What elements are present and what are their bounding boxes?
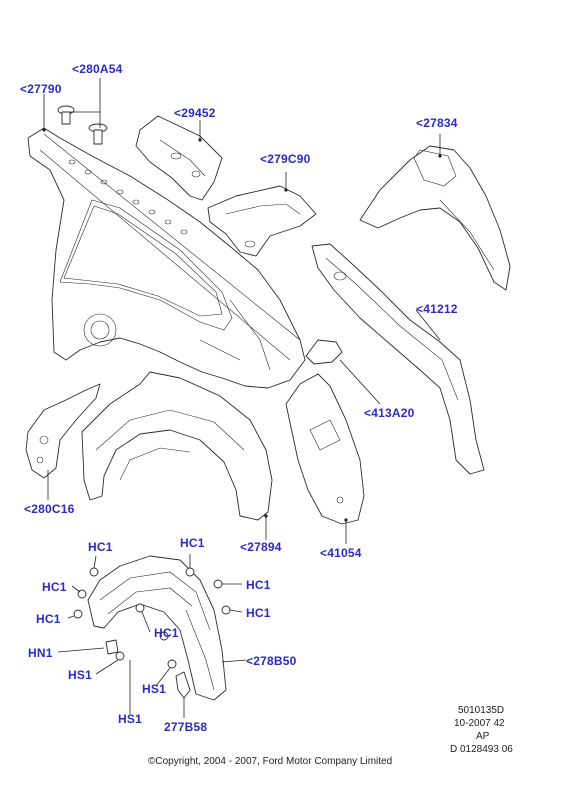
wheelhouse-inner-27894 [81, 371, 273, 521]
callout-27790[interactable]: <27790 [20, 82, 62, 96]
rail-41212 [311, 243, 485, 475]
callout-hs1[interactable]: HS1 [142, 682, 166, 696]
reference-code: 5010135D [458, 705, 505, 716]
callout-280A54[interactable]: <280A54 [72, 62, 123, 76]
callout-280C16[interactable]: <280C16 [24, 502, 75, 516]
callout-29452[interactable]: <29452 [174, 106, 216, 120]
callout-hc1[interactable]: HC1 [42, 580, 67, 594]
copyright-text: ©Copyright, 2004 - 2007, Ford Motor Comp… [148, 756, 393, 767]
callout-27834[interactable]: <27834 [416, 116, 458, 130]
callout-27894[interactable]: <27894 [240, 540, 282, 554]
callout-278B50[interactable]: <278B50 [246, 654, 297, 668]
bracket-29452 [135, 115, 223, 201]
bracket-413A20 [305, 339, 343, 365]
callout-277B58[interactable]: 277B58 [164, 720, 208, 734]
leader-lines [42, 78, 442, 718]
fasteners [73, 567, 231, 699]
quarter-panel [27, 127, 306, 389]
callout-hn1[interactable]: HN1 [28, 646, 53, 660]
callout-hc1[interactable]: HC1 [36, 612, 61, 626]
callout-hc1[interactable]: HC1 [246, 606, 271, 620]
callout-hs1[interactable]: HS1 [118, 712, 142, 726]
callout-413A20[interactable]: <413A20 [364, 406, 415, 420]
callout-41212[interactable]: <41212 [416, 302, 458, 316]
reference-region: AP [476, 731, 490, 742]
bracket-280C16 [25, 383, 101, 479]
panel-41054 [285, 373, 365, 525]
callout-hc1[interactable]: HC1 [88, 540, 113, 554]
callout-41054[interactable]: <41054 [320, 546, 362, 560]
callout-hc1[interactable]: HC1 [180, 536, 205, 550]
wheelhouse-27834 [359, 145, 511, 291]
callout-279C90[interactable]: <279C90 [260, 152, 311, 166]
wheel-arch-liner-278B50 [87, 555, 227, 701]
reference-drawing-number: D 0128493 06 [450, 744, 513, 755]
callout-hc1[interactable]: HC1 [246, 578, 271, 592]
reference-date: 10-2007 42 [454, 718, 505, 729]
callout-hs1[interactable]: HS1 [68, 668, 92, 682]
callout-hc1[interactable]: HC1 [154, 626, 179, 640]
reinforcement-279C90 [207, 185, 317, 257]
